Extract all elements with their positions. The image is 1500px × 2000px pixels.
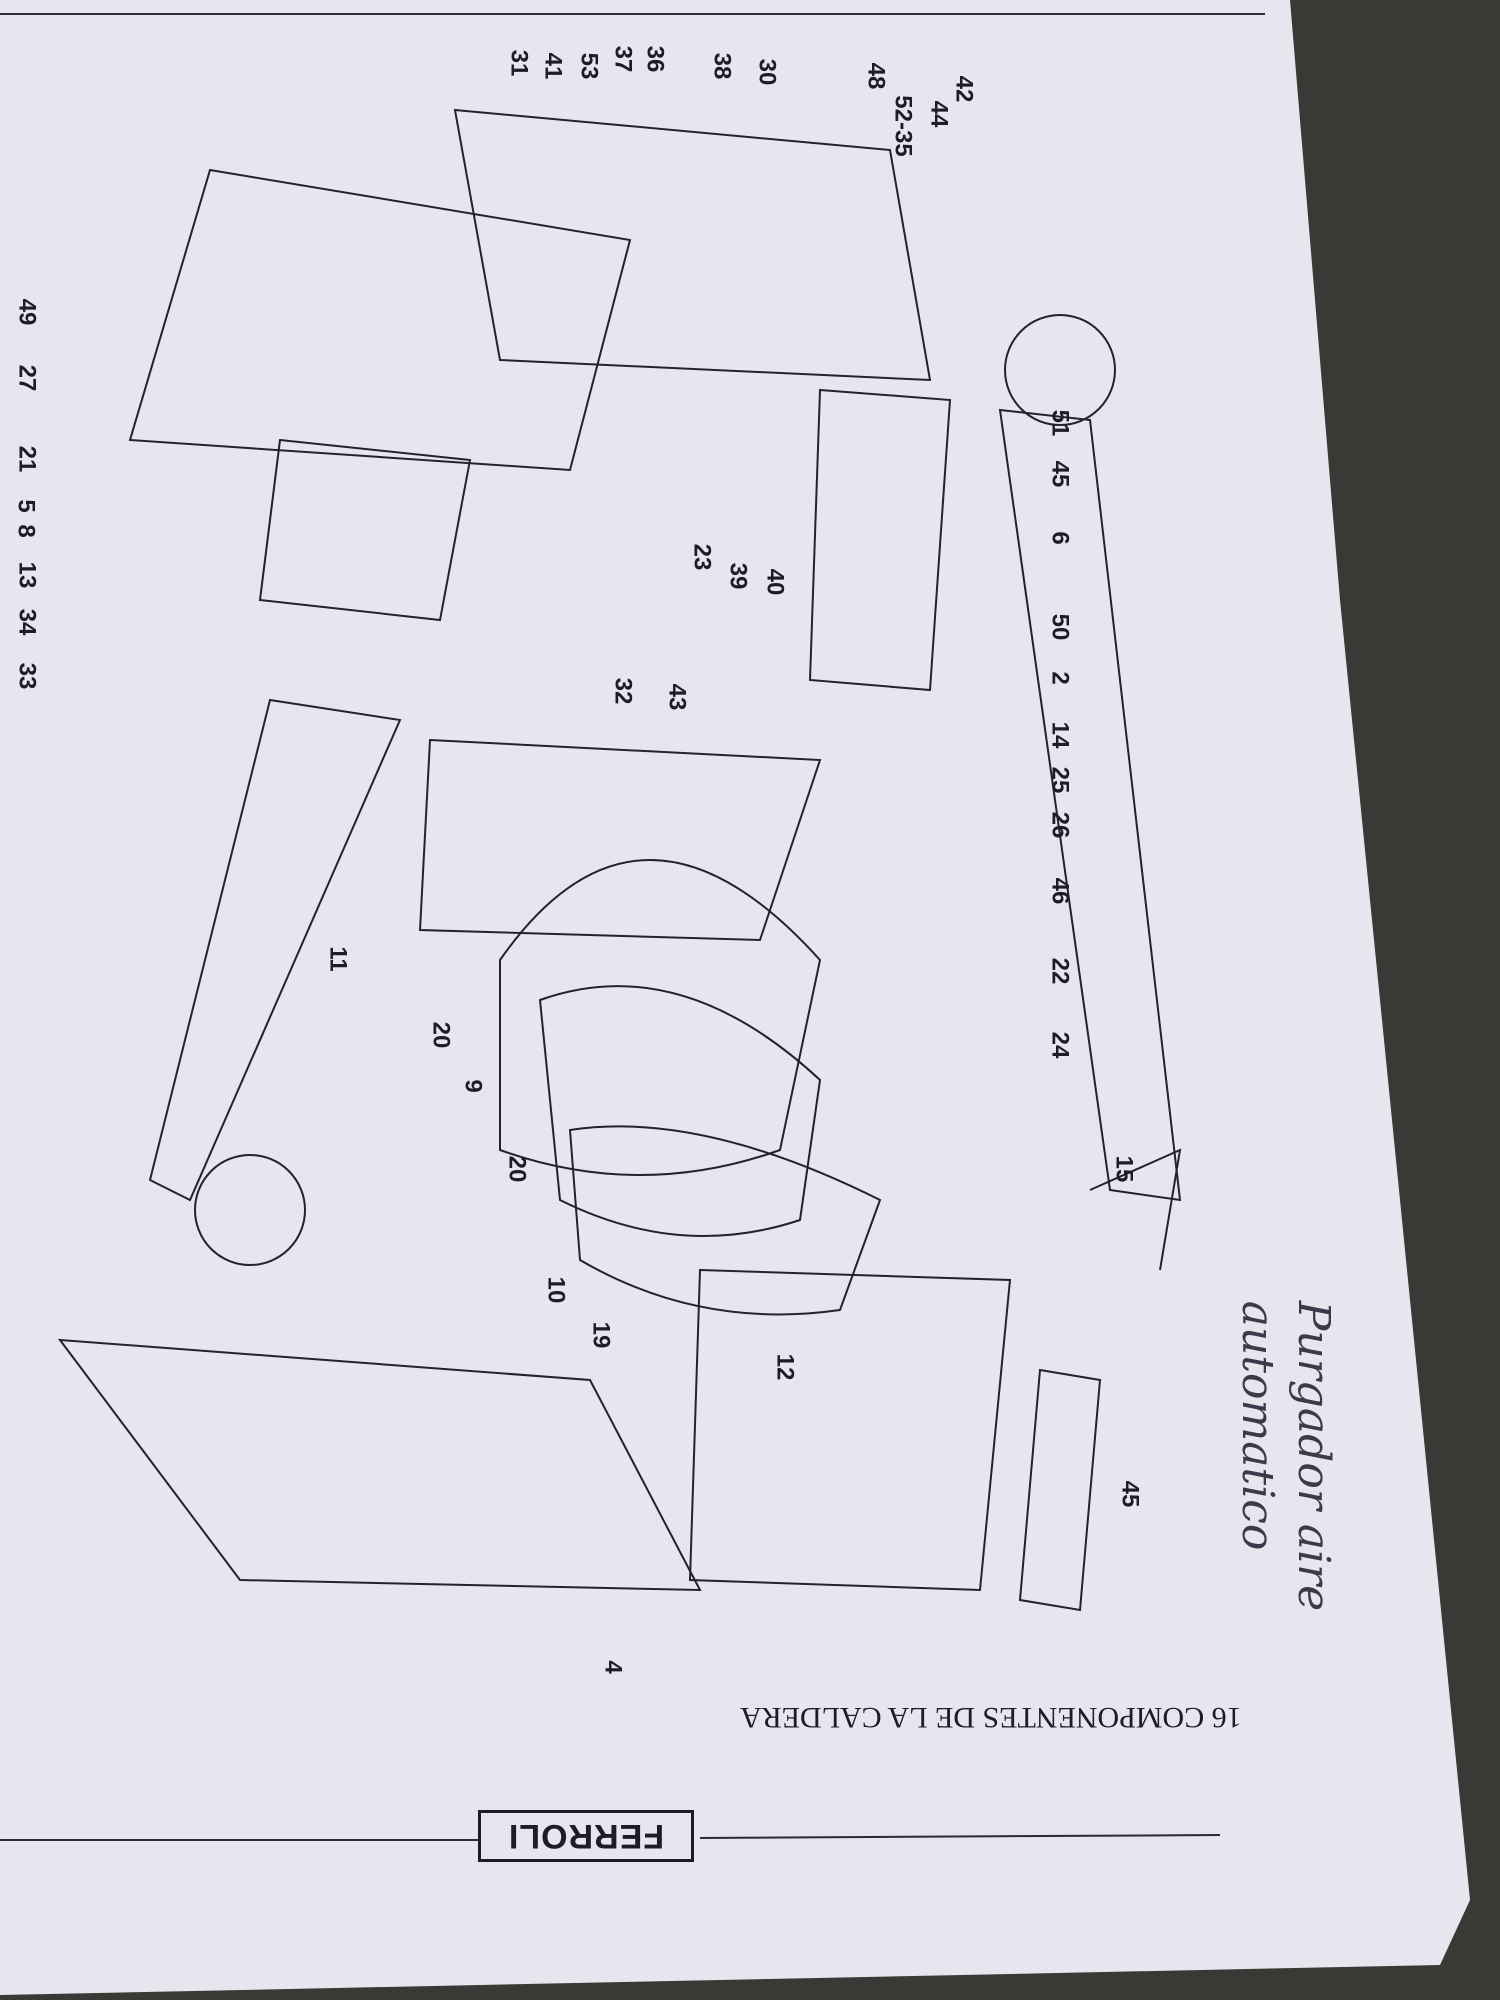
part-label: 20 [503, 1155, 531, 1183]
part-label: 39 [724, 562, 752, 590]
part-label: 53 [575, 52, 603, 80]
part-label: 2 [1046, 671, 1074, 685]
part-label: 4 [599, 1660, 627, 1674]
handwritten-line: Purgador aire [1288, 1300, 1340, 1612]
paper-sheet [0, 0, 1470, 1995]
exploded-boiler-diagram [57, 108, 1182, 1612]
part-label: 8 [12, 524, 40, 538]
part-label: 19 [587, 1321, 615, 1349]
part-label: 30 [753, 58, 781, 86]
part-label: 25 [1046, 766, 1074, 794]
part-label: 10 [542, 1276, 570, 1304]
part-label: 36 [641, 45, 669, 73]
part-label: 31 [505, 49, 533, 77]
part-label: 11 [324, 946, 352, 972]
part-label: 43 [663, 683, 691, 711]
part-label: 32 [609, 677, 637, 705]
part-label: 49 [13, 298, 41, 326]
part-label: 22 [1046, 957, 1074, 985]
part-label: 27 [13, 364, 41, 392]
ferroli-logo: FERROLI [478, 1810, 694, 1862]
part-label: 48 [862, 62, 890, 90]
part-label: 50 [1046, 613, 1074, 641]
part-label: 14 [1046, 721, 1074, 749]
part-label: 20 [427, 1021, 455, 1049]
part-label: 15 [1110, 1155, 1138, 1183]
part-label: 12 [771, 1353, 799, 1381]
part-label: 45 [1116, 1480, 1144, 1508]
part-label: 52-35 [889, 95, 917, 157]
part-label: 13 [13, 561, 41, 589]
part-label: 23 [688, 543, 716, 571]
logo-text: FERROLI [507, 1817, 665, 1856]
part-label: 37 [609, 45, 637, 73]
part-label: 46 [1046, 877, 1074, 905]
part-label: 5 [12, 499, 40, 513]
handwritten-note: Purgador aire automatico [1229, 1301, 1341, 1611]
handwritten-line: automatico [1232, 1300, 1284, 1551]
part-label: 45 [1046, 460, 1074, 488]
part-label: 44 [925, 100, 953, 128]
part-label: 33 [13, 662, 41, 690]
part-label: 21 [13, 445, 41, 473]
part-label: 41 [539, 52, 567, 80]
part-label: 26 [1046, 811, 1074, 839]
part-label: 6 [1046, 531, 1074, 545]
part-label: 40 [761, 568, 789, 596]
part-label: 38 [708, 52, 736, 80]
part-label: 24 [1046, 1031, 1074, 1059]
part-label: 42 [950, 75, 978, 103]
part-label: 34 [13, 608, 41, 636]
part-label: 51 [1046, 409, 1074, 437]
part-label: 9 [459, 1079, 487, 1093]
page-title: 16 COMPONENTES DE LA CALDERA [740, 1701, 1242, 1734]
